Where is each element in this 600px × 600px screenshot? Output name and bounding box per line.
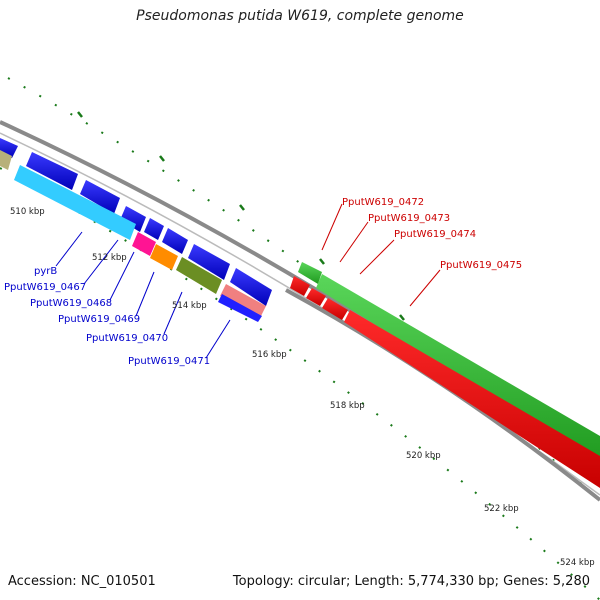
callout-line — [109, 251, 135, 301]
scale-labels: 510 kbp 512 kbp 514 kbp 516 kbp 518 kbp … — [10, 207, 595, 568]
scale-label: 524 kbp — [560, 558, 595, 568]
major-tick — [159, 155, 165, 162]
gene-label-0475: PputW619_0475 — [440, 260, 522, 271]
major-tick — [399, 314, 405, 321]
scale-label: 518 kbp — [330, 401, 365, 411]
gene-arrow — [188, 244, 230, 280]
gene-pyrB — [14, 165, 136, 240]
gene-labels-blue: pyrB PputW619_0467 PputW619_0468 PputW61… — [4, 266, 210, 367]
gene-arrow — [230, 268, 272, 306]
gene-label-0474: PputW619_0474 — [394, 229, 476, 240]
gene-0471 — [218, 294, 262, 322]
gene-0470 — [220, 284, 266, 318]
callout-line — [135, 271, 155, 317]
scale-label: 520 kbp — [406, 451, 441, 461]
gene-0468 — [150, 244, 178, 270]
callout-line — [205, 319, 231, 359]
major-tick — [319, 258, 325, 265]
gene-arrow-red — [290, 276, 310, 296]
callout-line — [55, 231, 83, 267]
map-title: Pseudomonas putida W619, complete genome — [136, 8, 464, 24]
gene-arrow — [80, 180, 120, 214]
scale-label: 510 kbp — [10, 207, 45, 217]
callout-line — [409, 269, 441, 307]
gene-label-0472: PputW619_0472 — [342, 197, 424, 208]
callout-line — [359, 239, 395, 275]
gene-features-right — [290, 262, 600, 488]
gene-labels-red: PputW619_0472 PputW619_0473 PputW619_047… — [342, 197, 522, 271]
gene-features-left — [0, 138, 272, 322]
gene-0472 — [298, 262, 322, 284]
gene-0469 — [176, 257, 222, 294]
gene-label-0473: PputW619_0473 — [368, 213, 450, 224]
major-tick — [77, 111, 83, 118]
genome-summary-text: Topology: circular; Length: 5,774,330 bp… — [232, 574, 590, 589]
callout-line — [163, 291, 183, 335]
gene-label-0470: PputW619_0470 — [86, 333, 168, 344]
scale-label: 516 kbp — [252, 350, 287, 360]
gene-arrow — [162, 228, 188, 254]
scale-label: 514 kbp — [172, 301, 207, 311]
gene-arrow-red — [306, 288, 326, 306]
backbone-lower — [285, 288, 600, 502]
gene-label-0469: PputW619_0469 — [58, 314, 140, 325]
major-tick — [239, 204, 245, 211]
gene-arrow — [120, 206, 146, 232]
gene-0475-reverse — [344, 310, 600, 488]
gene-label-0468: PputW619_0468 — [30, 298, 112, 309]
gene-arrow — [144, 218, 164, 240]
gene-arrow — [0, 150, 12, 170]
accession-text: Accession: NC_010501 — [8, 574, 156, 589]
gene-0467 — [132, 232, 156, 256]
scale-label: 512 kbp — [92, 253, 127, 263]
callout-line — [321, 203, 343, 251]
callout-line — [339, 221, 369, 263]
backbone — [0, 120, 600, 502]
callout-line — [83, 239, 119, 285]
gene-arrow — [26, 152, 78, 190]
gene-label-0471: PputW619_0471 — [128, 356, 210, 367]
gene-label-0467: PputW619_0467 — [4, 282, 86, 293]
gene-arrow-red — [322, 298, 348, 320]
gene-label-pyrB: pyrB — [34, 266, 57, 277]
callout-lines-blue — [55, 231, 231, 359]
callout-lines-red — [321, 203, 441, 307]
scale-label: 522 kbp — [484, 504, 519, 514]
